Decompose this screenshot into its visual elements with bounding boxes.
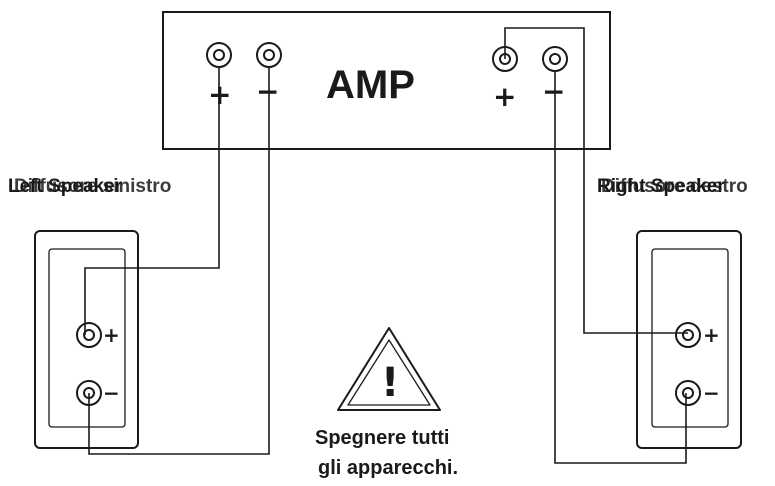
left-speaker-inner-panel <box>48 248 126 428</box>
right-speaker-outer-box <box>636 230 742 449</box>
warning-triangle-icon <box>337 327 441 411</box>
right-speaker-plus-terminal[interactable] <box>675 322 701 348</box>
warning-text-line1: Spegnere tutti <box>315 427 449 449</box>
left-speaker-minus-sign: − <box>103 381 120 405</box>
amp-title: AMP <box>326 63 415 107</box>
amp-left-plus-terminal[interactable] <box>206 42 232 68</box>
wire-right-negative <box>554 71 687 464</box>
amplifier-unit: AMP + − + − <box>162 11 611 150</box>
wire-left-negative <box>88 67 270 455</box>
amplifier-box <box>162 11 611 150</box>
right-speaker-minus-terminal[interactable] <box>675 380 701 406</box>
warning-text-line2: gli apparecchi. <box>318 457 458 479</box>
amp-right-minus-terminal[interactable] <box>542 46 568 72</box>
left-speaker-outer-box <box>34 230 139 449</box>
left-speaker-label-overlay: Diffusore sinistro <box>14 176 171 197</box>
warning-notice: ! Spegnere tutti gli apparecchi. <box>315 327 458 479</box>
warning-exclamation-icon: ! <box>381 360 399 406</box>
left-speaker-plus-terminal[interactable] <box>76 322 102 348</box>
left-speaker: Left Speaker Diffusore sinistro + − <box>8 176 171 449</box>
left-speaker-plus-sign: + <box>103 323 120 347</box>
wires <box>84 27 688 464</box>
amp-left-minus-terminal[interactable] <box>256 42 282 68</box>
right-speaker-label-primary: Right Speaker <box>597 176 725 197</box>
right-speaker: Right Speaker Diffusore destro + − <box>597 176 748 449</box>
amp-right-plus-sign: + <box>493 80 516 113</box>
left-speaker-label-primary: Left Speaker <box>8 176 123 197</box>
right-speaker-label-overlay: Diffusore destro <box>601 176 748 197</box>
amp-right-minus-sign: − <box>542 75 565 108</box>
right-speaker-plus-sign: + <box>703 323 720 347</box>
wire-right-positive <box>504 27 688 334</box>
right-speaker-inner-panel <box>651 248 729 428</box>
right-speaker-minus-sign: − <box>703 381 720 405</box>
amp-left-minus-sign: − <box>256 75 279 108</box>
wire-left-positive <box>84 67 220 335</box>
